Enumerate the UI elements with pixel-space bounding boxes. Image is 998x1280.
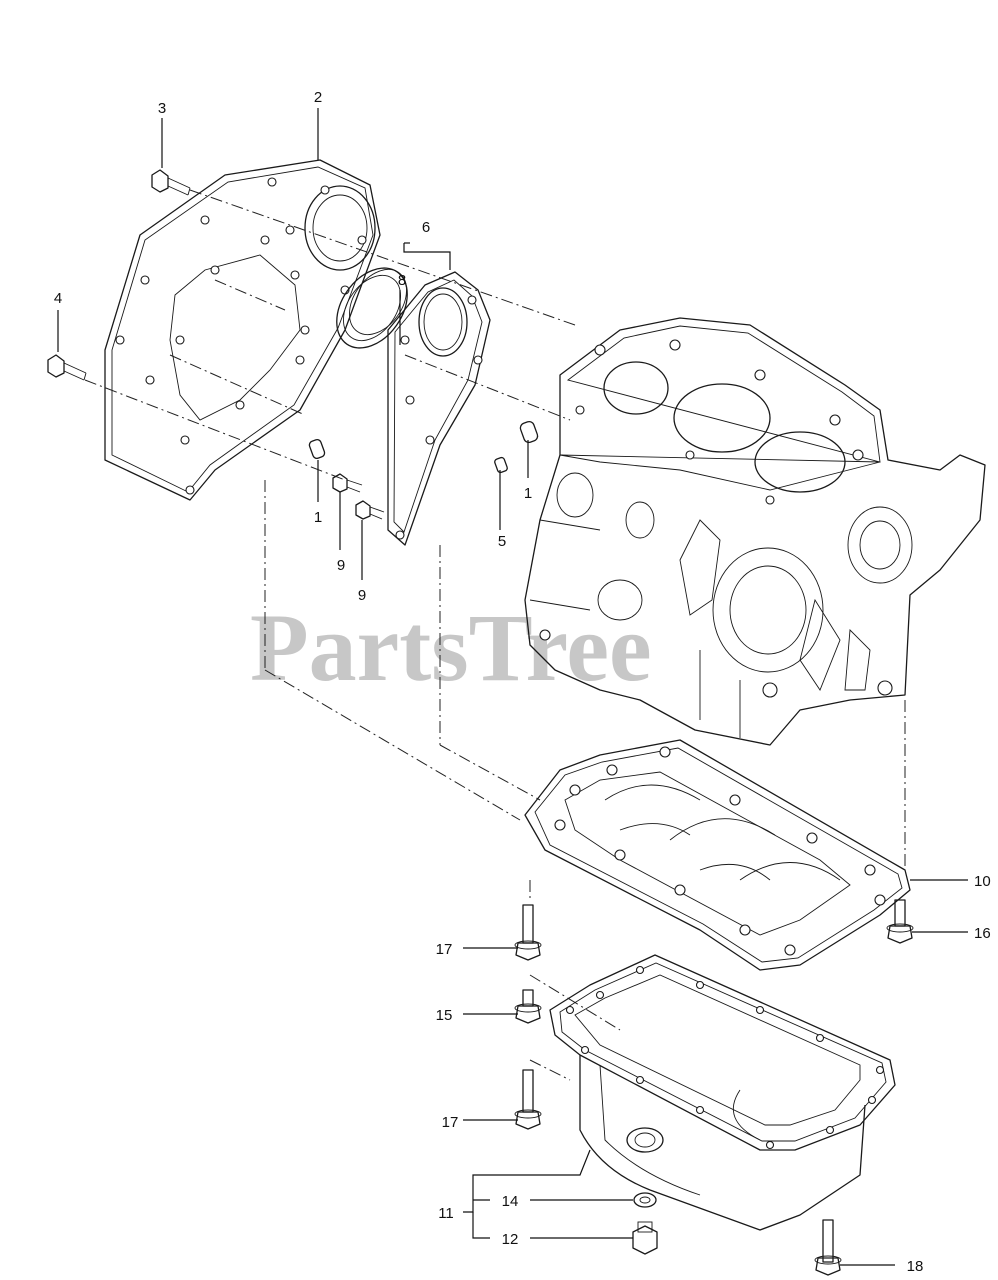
bolt-part-17-lower bbox=[514, 1069, 542, 1130]
engine-cylinder-block bbox=[524, 317, 986, 746]
leader-lines bbox=[57, 108, 968, 1266]
callout-1-left: 1 bbox=[314, 509, 322, 526]
dowel-pin-part-1-right bbox=[519, 420, 539, 444]
oil-pan-part-11 bbox=[549, 954, 896, 1231]
bolt-part-3 bbox=[151, 169, 191, 196]
watermark-text: PartsTree bbox=[250, 594, 652, 701]
callout-1-right: 1 bbox=[524, 485, 532, 502]
lower-crankcase-part-10 bbox=[524, 739, 911, 971]
callout-6: 6 bbox=[422, 219, 430, 236]
callout-15: 15 bbox=[436, 1007, 453, 1024]
callout-10: 10 bbox=[974, 873, 991, 890]
callout-9-upper: 9 bbox=[337, 557, 345, 574]
callout-17-lower: 17 bbox=[442, 1114, 459, 1131]
bolt-part-17-upper bbox=[514, 904, 542, 961]
bolt-part-9-upper bbox=[332, 473, 363, 493]
drain-plug-part-12 bbox=[632, 1221, 658, 1255]
callout-labels: 3 2 4 6 8 1 1 5 9 9 10 16 17 15 17 11 14… bbox=[54, 89, 991, 1275]
callout-18: 18 bbox=[907, 1258, 924, 1275]
bolt-part-16 bbox=[886, 899, 914, 944]
washer-part-14 bbox=[633, 1192, 657, 1208]
oil-seal-case-part-6 bbox=[387, 271, 491, 546]
bolt-part-18 bbox=[814, 1219, 842, 1276]
callout-9-lower: 9 bbox=[358, 587, 366, 604]
callout-5: 5 bbox=[498, 533, 506, 550]
callout-12: 12 bbox=[502, 1231, 519, 1248]
bolt-part-4 bbox=[47, 354, 87, 381]
dowel-pin-part-1-left bbox=[308, 438, 326, 460]
callout-8: 8 bbox=[398, 272, 406, 289]
callout-17-upper: 17 bbox=[436, 941, 453, 958]
dowel-pin-part-5 bbox=[494, 456, 508, 474]
callout-2: 2 bbox=[314, 89, 322, 106]
callout-11: 11 bbox=[438, 1205, 454, 1222]
bolt-part-15 bbox=[514, 989, 542, 1024]
callout-16: 16 bbox=[974, 925, 991, 942]
alignment-lines bbox=[84, 189, 906, 1081]
flywheel-housing-plate bbox=[104, 159, 381, 501]
oil-seal-part-8 bbox=[336, 267, 408, 349]
callout-3: 3 bbox=[158, 100, 166, 117]
callout-4: 4 bbox=[54, 290, 62, 307]
bolt-part-9-lower bbox=[355, 500, 385, 520]
callout-14: 14 bbox=[502, 1193, 519, 1210]
